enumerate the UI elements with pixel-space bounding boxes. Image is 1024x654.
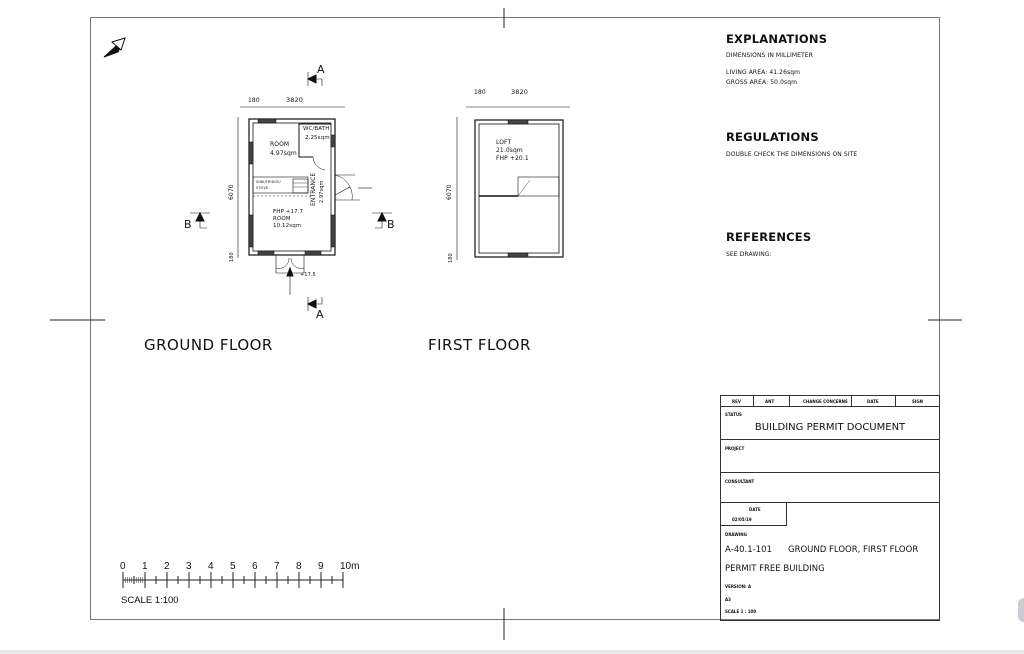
references-text: SEE DRAWING: (726, 251, 772, 258)
scale-tick-label: 7 (274, 561, 280, 572)
status-section: STATUS BUILDING PERMIT DOCUMENT (720, 406, 940, 440)
consultant-section: CONSULTANT (720, 472, 940, 503)
gross-area: GROSS AREA: 50.0sqm (726, 79, 798, 86)
date-value: 02/05/19 (732, 517, 752, 522)
entrance-name: ENTRANCE (310, 172, 317, 206)
ff-dim-wall: 180 (474, 89, 486, 96)
first-floor-plan (456, 106, 570, 260)
living-area: LIVING AREA: 41.26sqm (726, 69, 801, 76)
col-change: CHANGE CONCERNS (803, 399, 848, 404)
ground-floor-plan (190, 72, 392, 311)
date-section: DATE 02/05/19 (720, 502, 787, 526)
wc-area: 2.25sqm (305, 135, 330, 141)
scale-tick-label: 0 (120, 561, 126, 572)
gf-dim-length: 6070 (228, 184, 235, 200)
section-b-right: B (387, 218, 395, 231)
crop-marks (50, 8, 962, 640)
section-b-left: B (184, 218, 192, 231)
scale-tick-label: 2 (164, 561, 170, 572)
explanations-heading: EXPLANATIONS (726, 32, 828, 46)
door-level: +17.5 (300, 272, 316, 278)
project-section: PROJECT (720, 439, 940, 473)
kitchen-label-2: STOVE (256, 186, 269, 190)
scale-tick-label: 6 (252, 561, 258, 572)
project-label: PROJECT (725, 446, 745, 451)
scale-tick-label: 4 (208, 561, 214, 572)
ground-floor-title: GROUND FLOOR (144, 336, 273, 354)
loft-name: LOFT (496, 139, 512, 146)
scrollbar-thumb[interactable] (1018, 598, 1024, 622)
scale-tick-label: 8 (296, 561, 302, 572)
drawing-sheet (90, 17, 940, 620)
col-sign: SIGN (912, 399, 923, 404)
viewer-bottom-edge (0, 650, 1024, 654)
version: VERSION: A (725, 584, 752, 589)
scale-bar (122, 572, 344, 588)
scale-tick-label: 9 (318, 561, 324, 572)
dimensions-note: DIMENSIONS IN MILLIMETER (726, 52, 813, 59)
room1-name: ROOM (270, 141, 290, 148)
drawing-label: DRAWING (725, 532, 747, 537)
drawing-subtitle: PERMIT FREE BUILDING (725, 564, 825, 574)
room2-fhp: FHP +17.7 (273, 209, 304, 215)
gf-dim-wall-bottom: 180 (229, 252, 235, 262)
section-a-bottom: A (316, 308, 324, 321)
scale-tick-label: 10m (340, 561, 360, 572)
scale-label: SCALE 1:100 (121, 595, 179, 606)
room1-area: 4.97sqm (270, 150, 297, 157)
scale-tick-label: 1 (142, 561, 148, 572)
status-label: STATUS (725, 412, 742, 417)
date-label: DATE (749, 507, 761, 512)
wc-name: WC/BATH (303, 126, 330, 132)
loft-fhp: FHP +20.1 (496, 155, 529, 162)
first-floor-title: FIRST FLOOR (428, 336, 531, 354)
scale-tick-label: 3 (186, 561, 192, 572)
regulations-heading: REGULATIONS (726, 130, 819, 144)
drawing-title: GROUND FLOOR, FIRST FLOOR (788, 545, 919, 555)
regulations-text: DOUBLE CHECK THE DIMENSIONS ON SITE (726, 151, 858, 158)
drawing-number: A-40.1-101 (725, 545, 772, 555)
status-value: BUILDING PERMIT DOCUMENT (754, 422, 906, 433)
north-arrow-icon (103, 37, 126, 58)
scale-tick-label: 5 (230, 561, 236, 572)
col-ant: ANT (765, 399, 775, 404)
col-rev: REV (732, 399, 741, 404)
ff-dim-length: 6070 (446, 184, 453, 200)
title-block-scale: SCALE 1 : 100 (725, 609, 757, 614)
loft-area: 21.0sqm (496, 147, 523, 154)
references-heading: REFERENCES (726, 230, 812, 244)
paper-size: A3 (725, 597, 731, 602)
room2-name: ROOM (273, 216, 291, 222)
consultant-label: CONSULTANT (725, 479, 755, 484)
col-date: DATE (867, 399, 879, 404)
gf-dim-width: 3820 (286, 96, 303, 104)
gf-dim-wall: 180 (248, 97, 260, 104)
ff-dim-wall-bottom: 180 (448, 253, 454, 263)
ff-dim-width: 3820 (511, 88, 528, 96)
entrance-area: 2.97sqm (319, 180, 325, 203)
section-a-top: A (317, 63, 325, 76)
kitchen-label: SINK/FRIDGE/ (256, 180, 281, 184)
room2-area: 10.12sqm (273, 223, 302, 229)
